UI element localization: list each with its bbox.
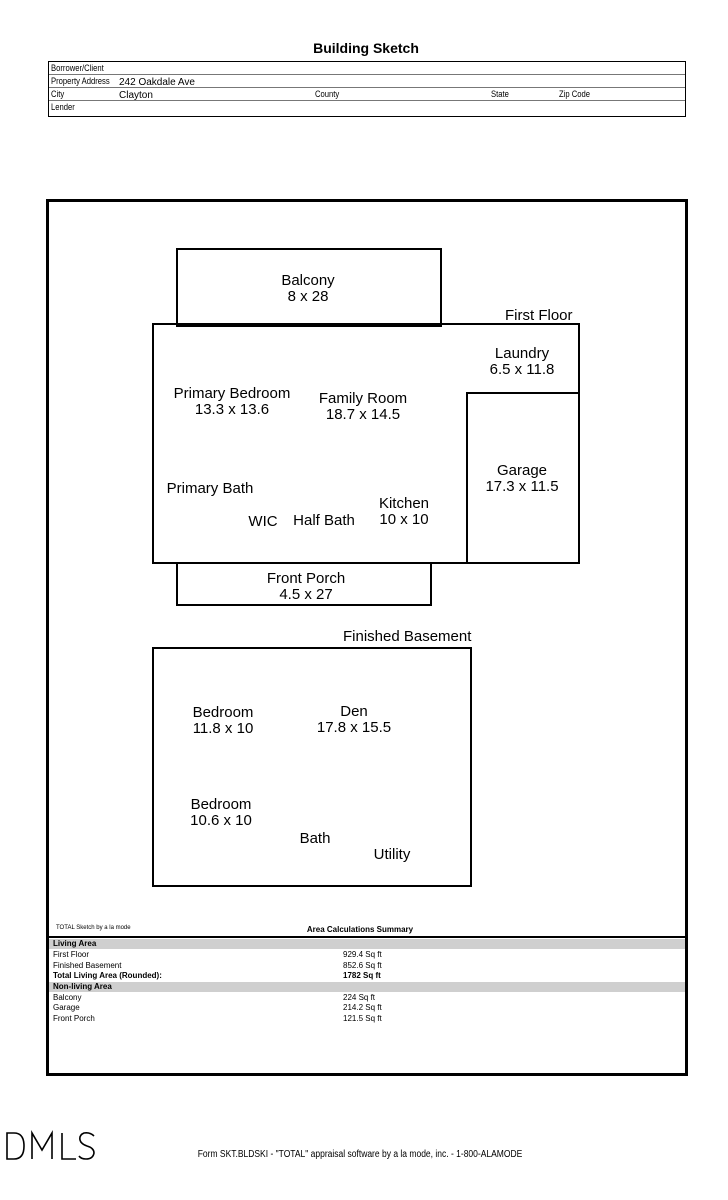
- address-value: 242 Oakdale Ave: [119, 77, 195, 88]
- zip-label: Zip Code: [559, 89, 591, 99]
- front-porch-label: Front Porch 4.5 x 27: [256, 571, 356, 603]
- garage-label: Garage 17.3 x 11.5: [472, 463, 572, 495]
- laundry-dims: 6.5 x 11.8: [489, 361, 555, 378]
- summary-divider: [49, 936, 685, 938]
- front-porch-name: Front Porch: [266, 570, 346, 587]
- family-room-dims: 18.7 x 14.5: [325, 406, 401, 423]
- form-footer: Form SKT.BLDSKI - "TOTAL" appraisal soft…: [197, 1149, 523, 1160]
- bedroom-2-name: Bedroom: [190, 796, 252, 813]
- lender-label: Lender: [51, 102, 75, 112]
- summary-row-value: 214.2 Sq ft: [343, 1003, 382, 1012]
- sketch-frame: [46, 199, 688, 1076]
- garage-dims: 17.3 x 11.5: [485, 478, 559, 495]
- summary-row-label: Balcony: [53, 993, 82, 1002]
- bedroom-1-dims: 11.8 x 10: [192, 720, 254, 737]
- family-room-name: Family Room: [318, 390, 408, 407]
- address-label: Property Address: [51, 76, 110, 86]
- city-value: Clayton: [119, 90, 153, 101]
- sketch-credit: TOTAL Sketch by a la mode: [56, 925, 131, 931]
- total-living-value: 1782 Sq ft: [343, 971, 381, 980]
- front-porch-dims: 4.5 x 27: [279, 586, 333, 603]
- basement-label: Finished Basement: [343, 628, 472, 645]
- summary-row-value: 121.5 Sq ft: [343, 1014, 382, 1023]
- primary-bedroom-dims: 13.3 x 13.6: [194, 401, 270, 418]
- property-info-box: Borrower/Client Property Address 242 Oak…: [48, 61, 686, 117]
- summary-row-label: Finished Basement: [53, 961, 122, 970]
- kitchen-name: Kitchen: [378, 495, 430, 512]
- balcony-outline: [176, 248, 442, 327]
- den-label: Den 17.8 x 15.5: [304, 704, 404, 736]
- bath-label: Bath: [299, 830, 331, 847]
- summary-row-label: First Floor: [53, 950, 89, 959]
- living-area-header: Living Area: [53, 939, 97, 948]
- summary-row-label: Front Porch: [53, 1014, 95, 1023]
- state-label: State: [491, 89, 509, 99]
- lender-row: Lender: [49, 101, 685, 113]
- summary-row-label: Garage: [53, 1003, 80, 1012]
- garage-outline: [466, 392, 580, 564]
- half-bath-label: Half Bath: [293, 512, 355, 529]
- dmls-logo: [4, 1130, 96, 1167]
- balcony-name: Balcony: [281, 272, 335, 289]
- bedroom-2-dims: 10.6 x 10: [190, 812, 252, 829]
- primary-bedroom-name: Primary Bedroom: [173, 385, 291, 402]
- garage-name: Garage: [496, 462, 548, 479]
- city-label: City: [51, 89, 65, 99]
- laundry-label: Laundry 6.5 x 11.8: [472, 346, 572, 378]
- primary-bath-label: Primary Bath: [166, 480, 254, 497]
- laundry-name: Laundry: [494, 345, 550, 362]
- den-name: Den: [340, 703, 368, 720]
- summary-title: Area Calculations Summary: [306, 925, 414, 934]
- non-living-area-band: [49, 982, 685, 992]
- page-title: Building Sketch: [313, 40, 419, 56]
- family-room-label: Family Room 18.7 x 14.5: [308, 391, 418, 423]
- basement-outline: [152, 647, 472, 887]
- total-living-label: Total Living Area (Rounded):: [53, 971, 162, 980]
- non-living-area-header: Non-living Area: [53, 982, 112, 991]
- summary-row-value: 224 Sq ft: [343, 993, 376, 1002]
- primary-bedroom-label: Primary Bedroom 13.3 x 13.6: [162, 386, 302, 418]
- first-floor-label: First Floor: [505, 307, 573, 324]
- bedroom-1-name: Bedroom: [192, 704, 254, 721]
- bedroom-1-label: Bedroom 11.8 x 10: [173, 705, 273, 737]
- kitchen-dims: 10 x 10: [379, 511, 429, 528]
- utility-label: Utility: [373, 846, 411, 863]
- balcony-label: Balcony 8 x 28: [258, 273, 358, 305]
- borrower-label: Borrower/Client: [51, 63, 104, 73]
- address-row: Property Address 242 Oakdale Ave: [49, 75, 685, 88]
- bedroom-2-label: Bedroom 10.6 x 10: [171, 797, 271, 829]
- dmls-logo-icon: [6, 1130, 95, 1160]
- front-porch-outline: [176, 562, 432, 606]
- county-label: County: [315, 89, 340, 99]
- summary-row-value: 852.6 Sq ft: [343, 961, 382, 970]
- city-row: City Clayton County State Zip Code: [49, 88, 685, 101]
- summary-row-value: 929.4 Sq ft: [343, 950, 382, 959]
- balcony-dims: 8 x 28: [287, 288, 329, 305]
- kitchen-label: Kitchen 10 x 10: [354, 496, 454, 528]
- den-dims: 17.8 x 15.5: [316, 719, 392, 736]
- borrower-row: Borrower/Client: [49, 62, 685, 75]
- living-area-band: [49, 939, 685, 949]
- wic-label: WIC: [248, 513, 278, 530]
